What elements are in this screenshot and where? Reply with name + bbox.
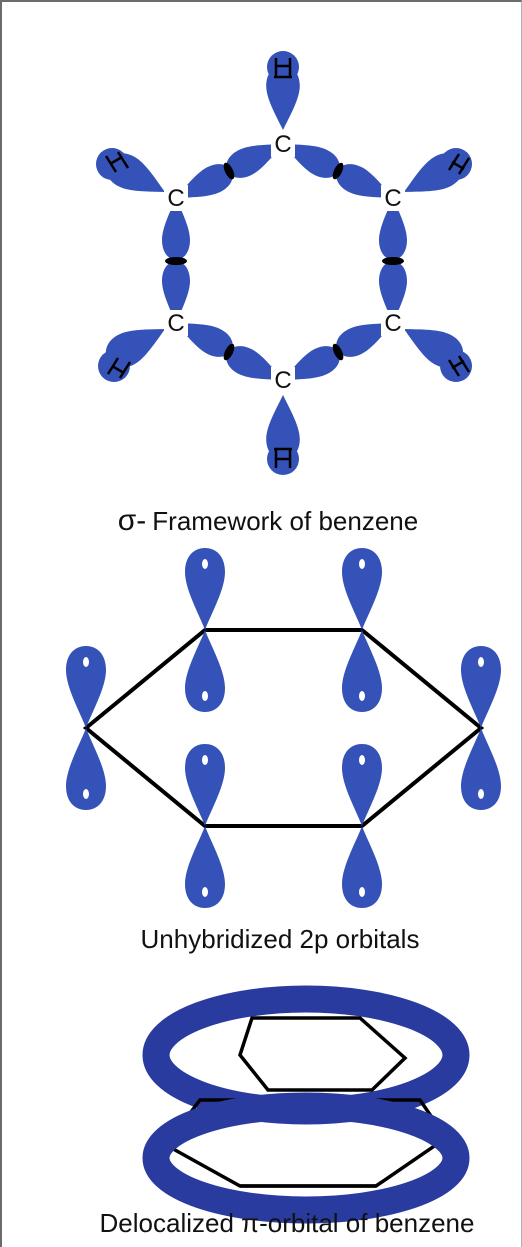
p-orbital (342, 744, 382, 908)
pi-orbital-caption: Delocalized π-orbital of benzene (100, 1208, 475, 1238)
delocalized-pi-orbital (142, 985, 470, 1224)
sigma-symbol: σ- (118, 504, 147, 537)
benzene-plane-upper (238, 1016, 408, 1092)
cc-bond-top-left (169, 131, 290, 211)
p-orbitals (66, 548, 501, 908)
carbon-label: C (167, 185, 184, 212)
carbon-label: C (384, 185, 401, 212)
p-orbital (461, 646, 501, 810)
ch-bond-top (266, 51, 300, 130)
sigma-framework-caption: σ-Framework of benzene (118, 504, 418, 537)
p-orbital (185, 744, 225, 908)
p-orbital-ring (66, 548, 501, 908)
carbon-label: C (274, 367, 291, 394)
p-orbital (185, 548, 225, 712)
ch-bond-bottom (266, 395, 300, 475)
caption-text: Framework of benzene (152, 506, 418, 536)
benzene-hexagon (82, 628, 485, 828)
p-orbital-caption: Unhybridized 2p orbitals (141, 924, 420, 954)
cc-bond-left (162, 198, 190, 323)
carbon-labels: C C C C C C (164, 131, 405, 394)
cc-bond-right (379, 198, 407, 323)
ch-bond-lower-left (98, 314, 173, 382)
carbon-label: C (274, 131, 291, 158)
sigma-framework: C C C C C C (96, 51, 472, 475)
ch-bond-upper-right (396, 146, 472, 207)
cc-bond-bottom-left (169, 310, 290, 393)
p-orbital (342, 548, 382, 712)
pi-cloud-lower (142, 1092, 470, 1224)
cc-bond-top-right (276, 131, 400, 211)
cc-bond-bottom-right (276, 310, 400, 393)
carbon-label: C (384, 310, 401, 337)
ch-bond-upper-left (96, 146, 173, 207)
ch-bond-lower-right (396, 314, 472, 382)
p-orbital (66, 646, 106, 810)
carbon-label: C (167, 310, 184, 337)
